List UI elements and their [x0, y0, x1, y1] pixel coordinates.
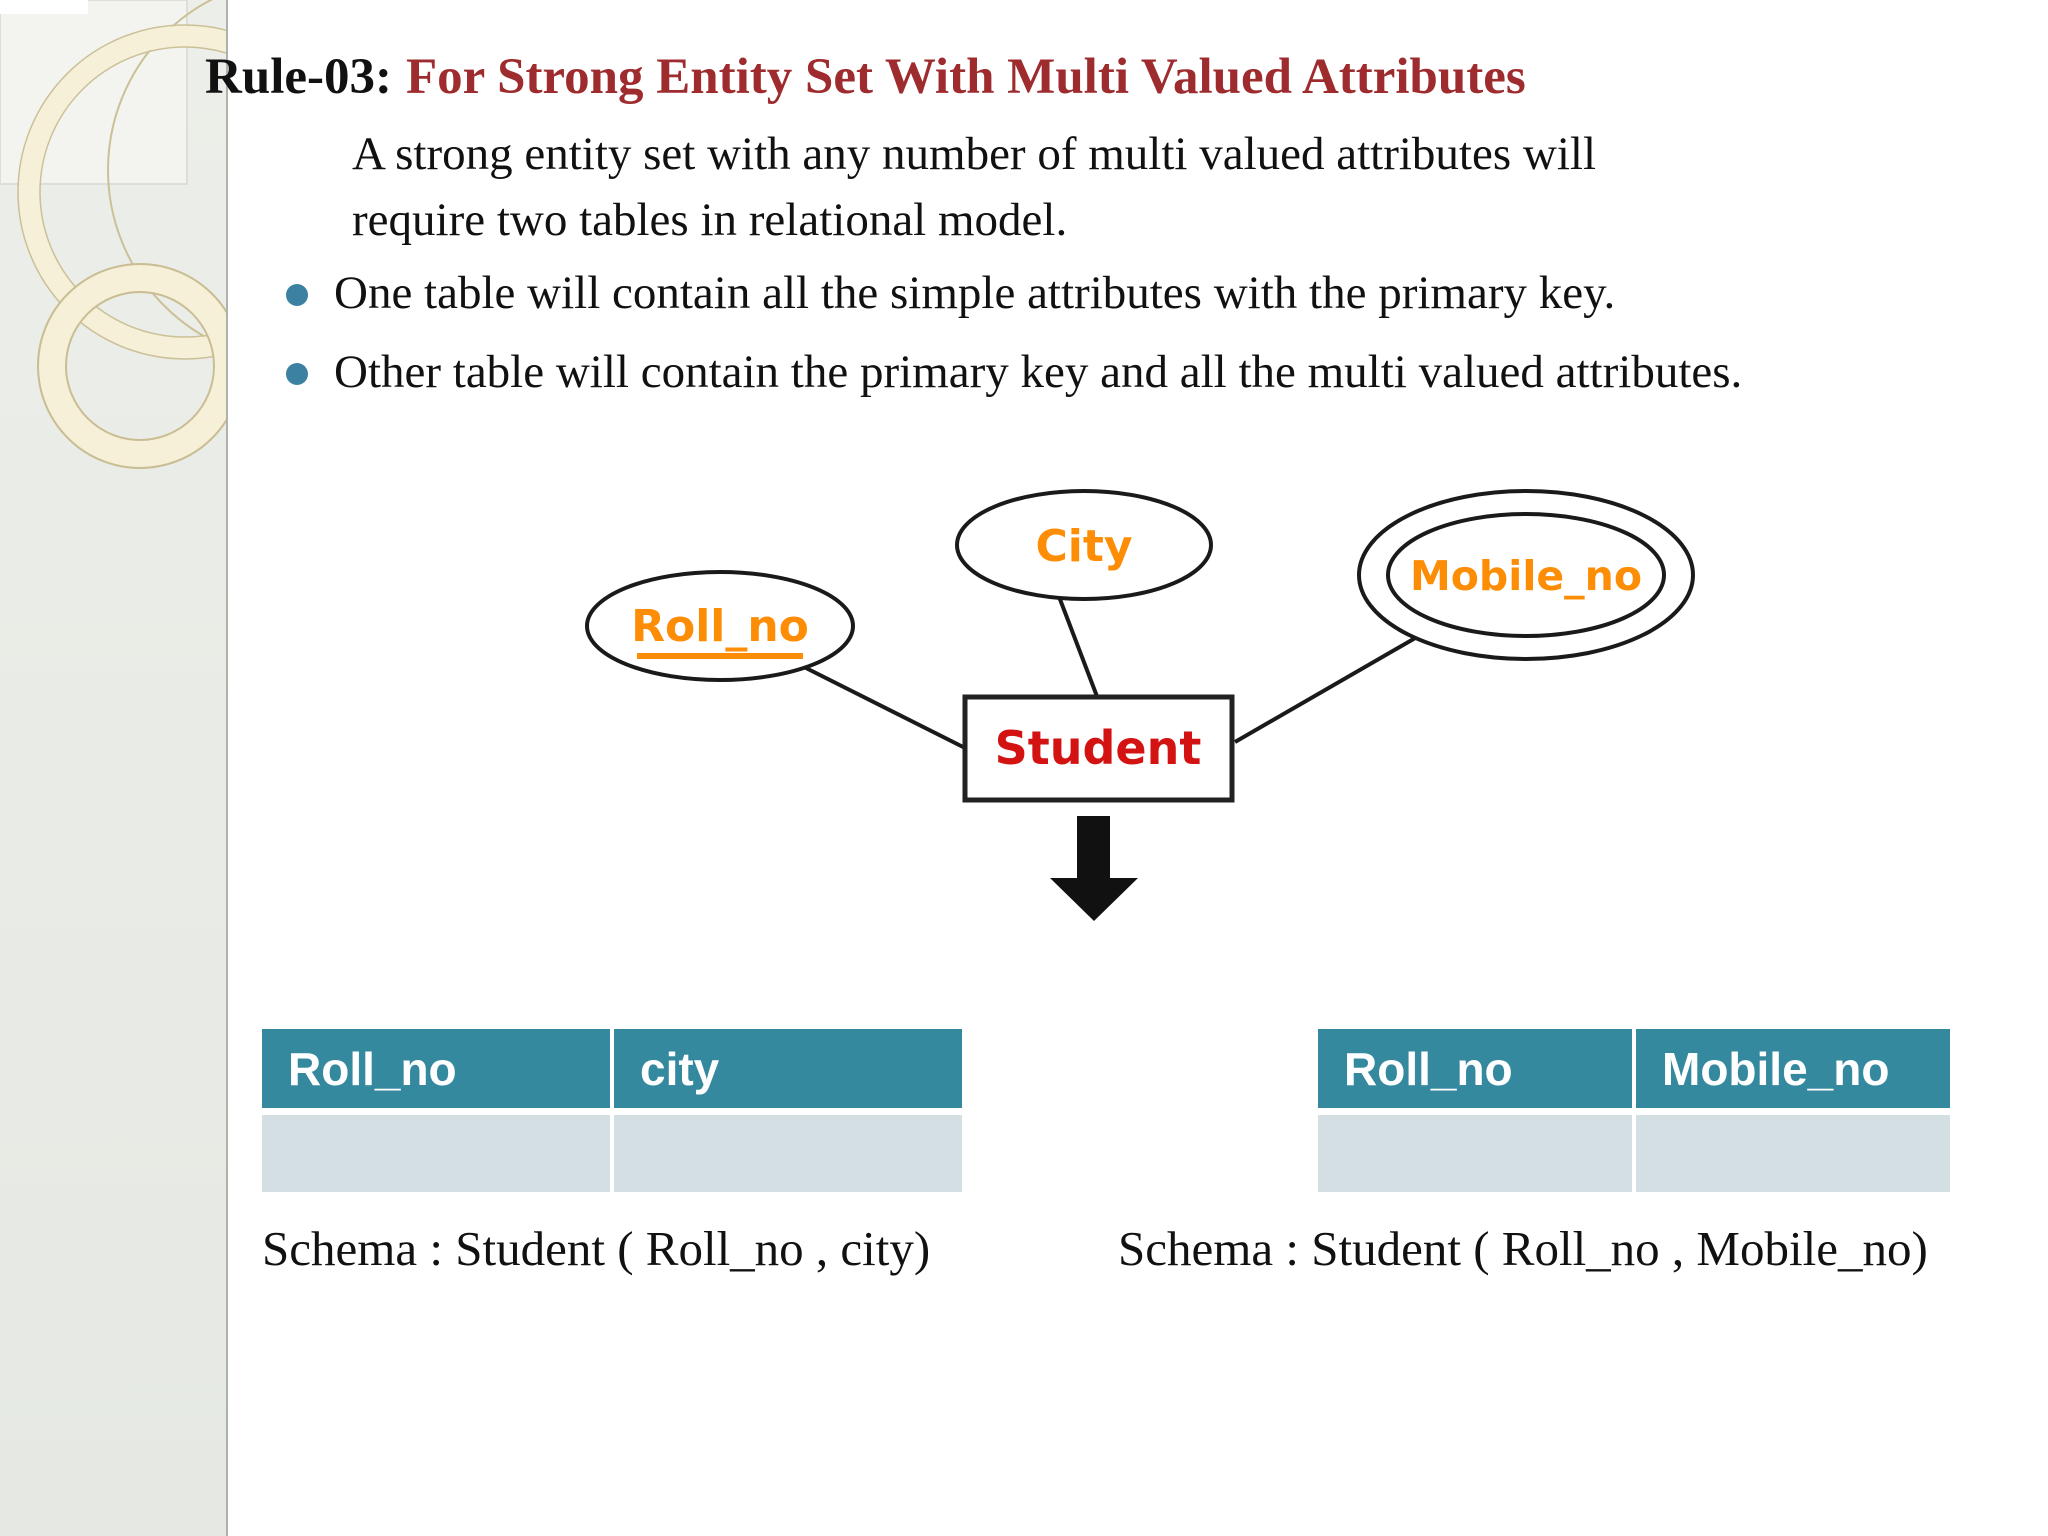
corner-notch-shape	[0, 0, 88, 14]
attribute-ellipse-city	[955, 489, 1213, 601]
small-ring-icon	[38, 264, 226, 468]
entity-label-student: Student	[995, 721, 1202, 775]
table-cell	[1318, 1115, 1632, 1192]
connector-city-student	[1056, 593, 1100, 700]
table-cell	[1636, 1115, 1950, 1192]
sidebar-ornament-icon	[0, 0, 226, 469]
title-prefix: Rule-03:	[205, 49, 392, 105]
intro-line-1: A strong entity set with any number of m…	[352, 128, 1597, 180]
bullet-icon	[286, 284, 308, 306]
bullet-text-1: One table will contain all the simple at…	[334, 267, 1616, 319]
connector-rollno-student	[799, 663, 984, 759]
column-header: Mobile_no	[1636, 1029, 1950, 1108]
column-header: city	[614, 1029, 962, 1108]
bullet-list: One table will contain all the simple at…	[286, 262, 1742, 421]
column-header: Roll_no	[262, 1029, 610, 1108]
attribute-label-rollno: Roll_no	[631, 601, 809, 652]
bullet-icon	[286, 363, 308, 386]
small-ring-inner-outline	[65, 291, 215, 441]
title-highlight: For Strong Entity Set With Multi Valued …	[405, 49, 1526, 105]
table-row	[262, 1115, 962, 1192]
attribute-label-mobileno: Mobile_no	[1410, 552, 1642, 600]
column-header: Roll_no	[1318, 1029, 1632, 1108]
table-header-row: Roll_no city	[262, 1029, 962, 1108]
relational-table-right: Roll_no Mobile_no	[1318, 1029, 1950, 1192]
large-ring-icon	[19, 26, 226, 358]
hairline-arc-icon	[107, 0, 226, 349]
down-arrow-icon	[1050, 816, 1138, 921]
intro-line-2: require two tables in relational model.	[352, 193, 1068, 246]
attribute-ellipse-mobileno-inner	[1386, 512, 1666, 638]
table-cell	[262, 1115, 610, 1192]
large-ring-outline	[17, 24, 226, 360]
attribute-label-city: City	[1035, 521, 1132, 572]
table-header-row: Roll_no Mobile_no	[1318, 1029, 1950, 1108]
entity-rect-student	[962, 694, 1235, 803]
er-diagram: Roll_no City Mobile_no Student	[585, 489, 1695, 921]
small-ring-outline	[37, 263, 226, 469]
relational-table-left: Roll_no city	[262, 1029, 962, 1192]
table-cell	[614, 1115, 962, 1192]
table-row	[1318, 1115, 1950, 1192]
list-item: One table will contain all the simple at…	[286, 262, 1742, 325]
intro-paragraph: A strong entity set with any number of m…	[352, 122, 1596, 254]
large-ring-inner-outline	[39, 46, 226, 338]
decorative-sidebar	[0, 0, 228, 1536]
list-item: Other table will contain the primary key…	[286, 341, 1742, 404]
schema-caption-left: Schema : Student ( Roll_no , city)	[262, 1221, 931, 1276]
schema-caption-right: Schema : Student ( Roll_no , Mobile_no)	[1118, 1221, 1928, 1276]
bullet-text-2: Other table will contain the primary key…	[334, 346, 1743, 399]
connector-mobileno-student	[1234, 635, 1418, 744]
page-title: Rule-03:For Strong Entity Set With Multi…	[205, 48, 1526, 106]
